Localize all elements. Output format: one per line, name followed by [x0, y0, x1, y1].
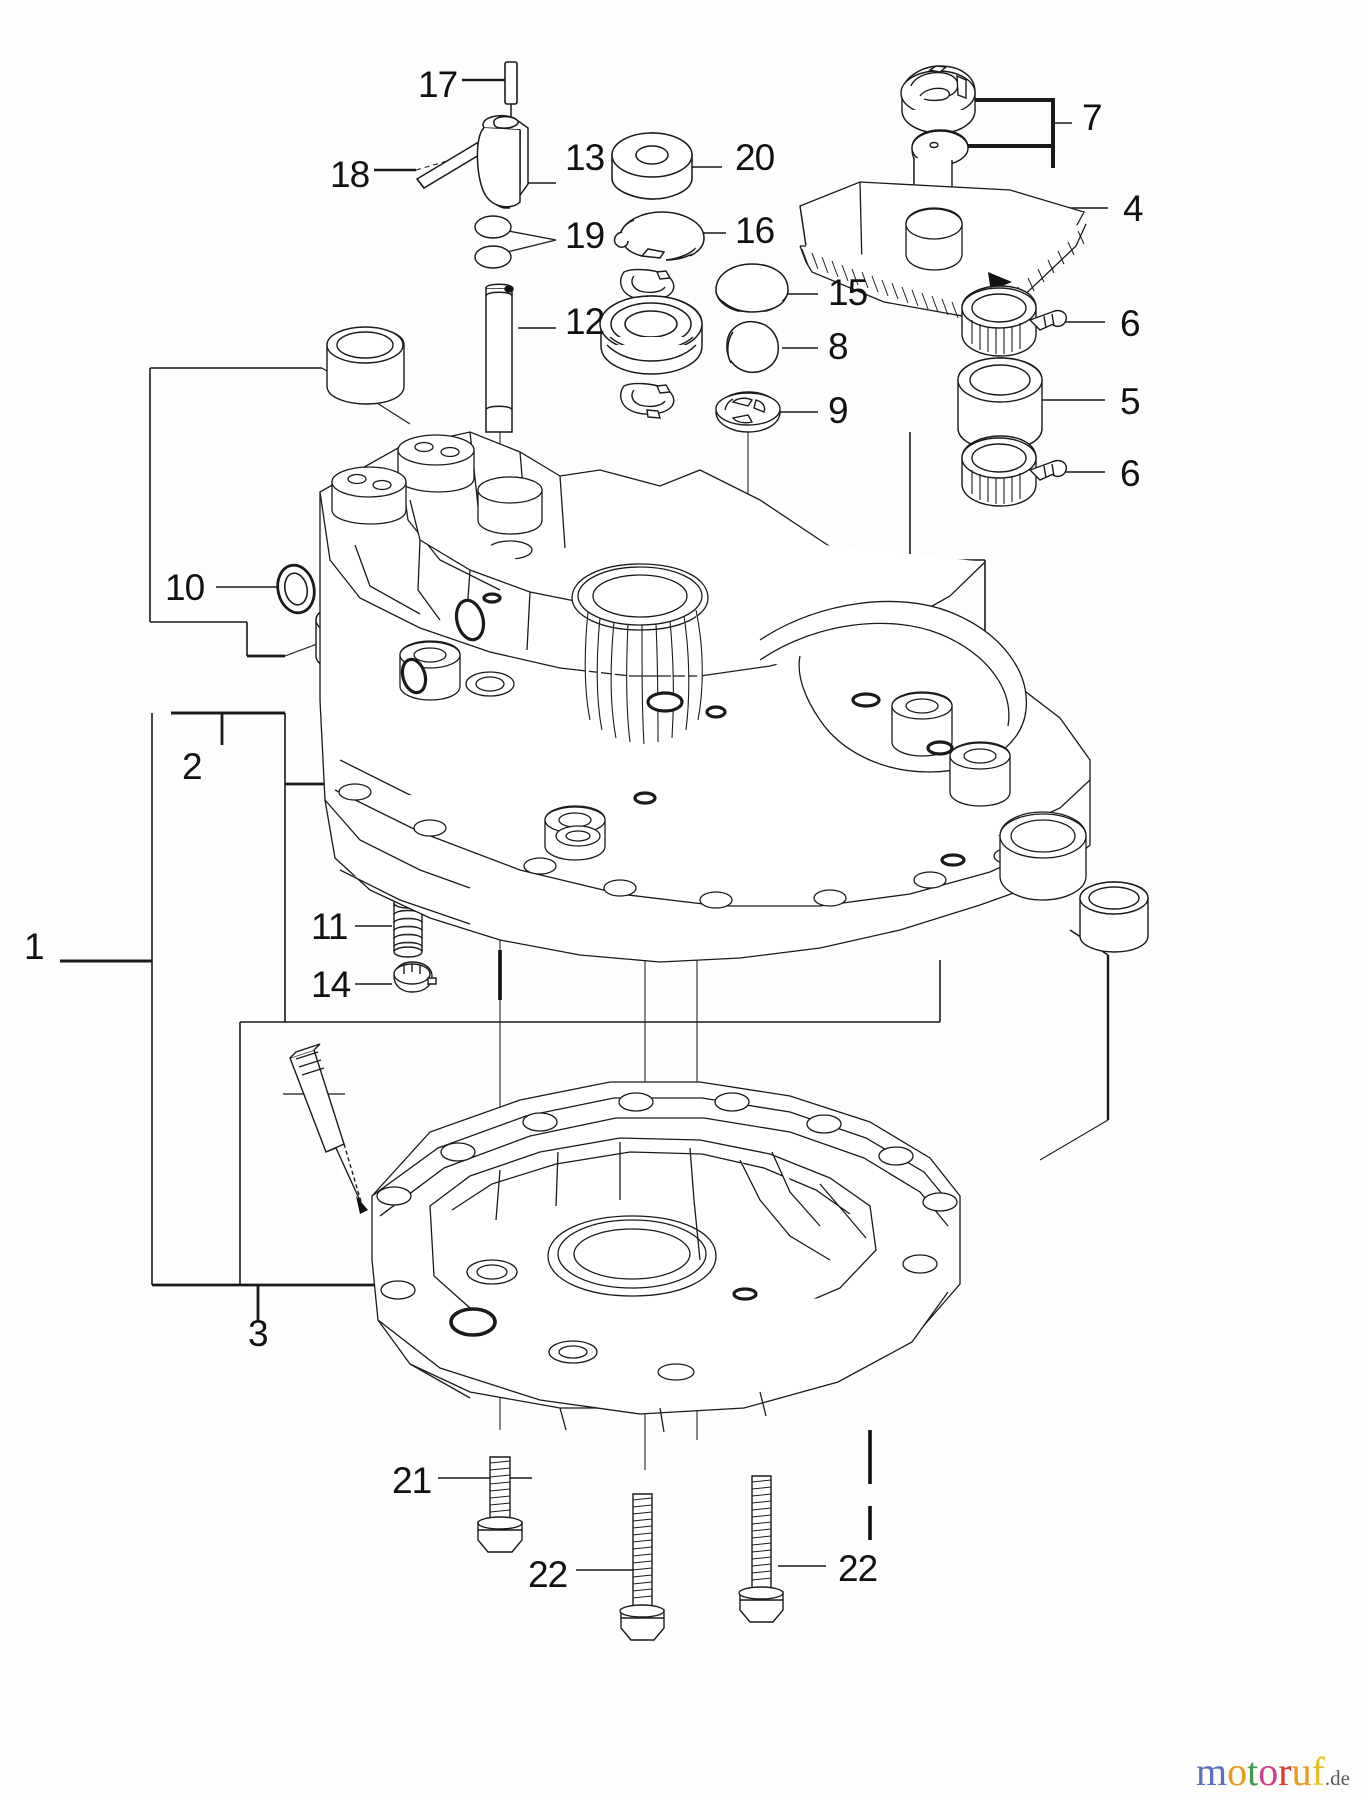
part-21-bolt-short: [477, 1456, 523, 1553]
callout-10-oil-seal: 10: [165, 567, 205, 608]
callout-5-hose: 5: [1120, 381, 1141, 422]
part-7-plug: [911, 129, 969, 199]
callout-17-roll-pin: 17: [418, 64, 458, 105]
callout-14-retainer: 14: [311, 964, 351, 1005]
part-9-check-valve: [715, 391, 781, 433]
callout-2-upper-case-group: 2: [182, 746, 203, 787]
part-5-hose: [957, 357, 1043, 451]
part-22-bolt-long-left: [619, 1493, 665, 1641]
callout-13-shift-arm: 13: [565, 137, 605, 178]
part-7-fill-cap: [900, 65, 976, 134]
part-16-retaining-ring: [613, 211, 705, 261]
part-6-hose-clamp-lower: [961, 435, 1067, 507]
part-14-retainer: [393, 961, 437, 993]
part-22-bolt-long-right: [738, 1475, 784, 1623]
callout-7-fill-cap-group: 7: [1082, 97, 1103, 138]
part-8-plug-small: [726, 320, 779, 374]
watermark-letter: t: [1247, 1749, 1259, 1794]
retaining-clip-lower: [620, 382, 675, 419]
callout-3-lower-case-group: 3: [248, 1313, 269, 1354]
callout-1-transaxle-assembly: 1: [24, 926, 45, 967]
callout-4-reservoir-cover: 4: [1123, 188, 1144, 229]
watermark-letter: f: [1311, 1749, 1325, 1794]
watermark-letter: m: [1196, 1749, 1228, 1794]
part-10-oil-seal: [276, 563, 316, 615]
part-15-plug-large: [715, 263, 789, 313]
callout-18-pin: 18: [330, 154, 370, 195]
part-3-lower-case: [371, 1081, 961, 1433]
callout-22-bolt-long-right: 22: [838, 1548, 878, 1589]
watermark-suffix: .de: [1324, 1766, 1350, 1790]
bushing-upper-left: [326, 326, 405, 405]
part-6-hose-clamp-upper: [961, 285, 1067, 357]
callout-22-bolt-long-left: 22: [528, 1554, 568, 1595]
part-19-dowel-pins: [474, 215, 512, 269]
callout-20-spacer: 20: [735, 137, 775, 178]
callout-21-bolt-short: 21: [392, 1460, 432, 1501]
part-17-roll-pin: [504, 61, 518, 105]
callout-15-plug-large: 15: [828, 272, 868, 313]
callout-16-retaining-ring: 16: [735, 210, 775, 251]
callout-6-hose-clamp-lower: 6: [1120, 453, 1141, 494]
watermark-motoruf: motoruf.de: [1196, 1752, 1350, 1792]
part-2-upper-case: [319, 431, 1091, 963]
callout-19-dowel-pins: 19: [565, 215, 605, 256]
watermark-letter: o: [1258, 1749, 1279, 1794]
callout-11-spring: 11: [311, 906, 348, 947]
leader-lines: [60, 78, 1110, 1571]
watermark-letter: r: [1278, 1749, 1292, 1794]
watermark-letter: u: [1291, 1749, 1312, 1794]
callout-12-shaft: 12: [565, 301, 605, 342]
watermark-letter: o: [1227, 1749, 1248, 1794]
dipstick-tool: [289, 1043, 368, 1214]
bushing-right: [1079, 881, 1149, 953]
part-20-spacer-collar: [611, 132, 693, 200]
callout-6-hose-clamp-upper: 6: [1120, 303, 1141, 344]
part-12-shift-shaft: [485, 283, 514, 433]
callout-8-plug-small: 8: [828, 326, 849, 367]
part-18-pin: [415, 142, 486, 189]
callout-9-valve: 9: [828, 390, 849, 431]
part-13-shift-arm: [476, 114, 529, 209]
part-12-bearing: [599, 295, 703, 375]
